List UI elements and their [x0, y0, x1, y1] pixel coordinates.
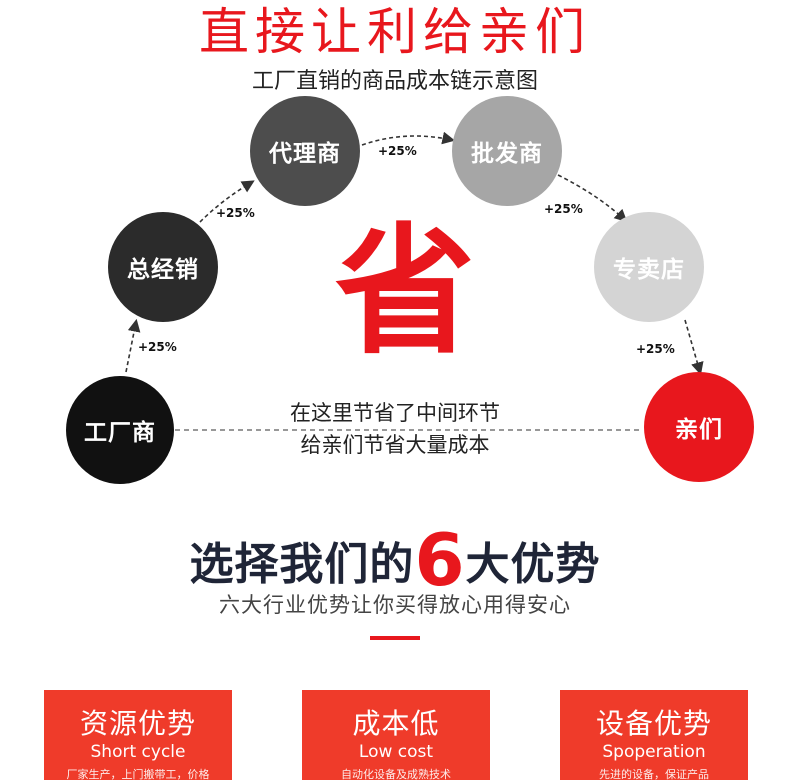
card-title: 资源优势	[79, 707, 196, 740]
node-agent: 代理商	[250, 96, 360, 206]
node-label: 工厂商	[84, 420, 156, 446]
node-label: 总经销	[127, 257, 199, 283]
connector-1	[125, 318, 141, 373]
heading-pre: 选择我们的	[189, 539, 415, 590]
node-label: 批发商	[471, 141, 543, 167]
node-wholesaler: 批发商	[452, 96, 562, 206]
page-subtitle: 工厂直销的商品成本链示意图	[251, 69, 538, 94]
card-text: 先进的设备，保证产品	[599, 768, 709, 781]
page-title: 直接让利给亲们	[199, 3, 591, 61]
connector-3	[361, 131, 456, 146]
card-text: 厂家生产，上门搬带工，价格	[66, 768, 210, 781]
connector-4	[557, 174, 628, 223]
node-store: 专卖店	[594, 212, 704, 322]
markup-label: +25%	[378, 144, 417, 158]
card-title: 设备优势	[595, 707, 712, 740]
node-factory: 工厂商	[66, 376, 174, 484]
card-subtitle: Short cycle	[90, 742, 186, 762]
save-line-1: 在这里节省了中间环节	[290, 401, 500, 425]
chain-connectors	[125, 131, 704, 431]
card-title: 成本低	[352, 707, 440, 740]
heading-number: 6	[414, 518, 466, 602]
card-text: 自动化设备及成熟技术	[341, 768, 451, 781]
markup-label: +25%	[636, 342, 675, 356]
heading-post: 大优势	[465, 539, 601, 590]
advantage-card: 资源优势 Short cycle 厂家生产，上门搬带工，价格	[44, 690, 232, 781]
node-customer: 亲们	[644, 372, 754, 482]
save-line-2: 给亲们节省大量成本	[300, 433, 490, 457]
card-subtitle: Spoperation	[602, 742, 706, 762]
node-label: 亲们	[675, 417, 723, 443]
node-label: 专卖店	[613, 257, 685, 283]
node-general-distributor: 总经销	[108, 212, 218, 322]
advantage-card: 设备优势 Spoperation 先进的设备，保证产品	[560, 690, 748, 781]
connector-2	[199, 180, 255, 223]
heading-divider	[370, 636, 420, 640]
card-subtitle: Low cost	[358, 742, 434, 762]
save-character: 省	[334, 211, 475, 374]
advantages-subheading: 六大行业优势让你买得放心用得安心	[219, 593, 571, 617]
markup-label: +25%	[216, 206, 255, 220]
markup-label: +25%	[138, 340, 177, 354]
markup-label: +25%	[544, 202, 583, 216]
node-label: 代理商	[269, 141, 341, 167]
connector-5	[684, 319, 704, 376]
advantages-heading: 选择我们的6大优势	[0, 520, 790, 605]
advantage-card: 成本低 Low cost 自动化设备及成熟技术	[302, 690, 490, 781]
